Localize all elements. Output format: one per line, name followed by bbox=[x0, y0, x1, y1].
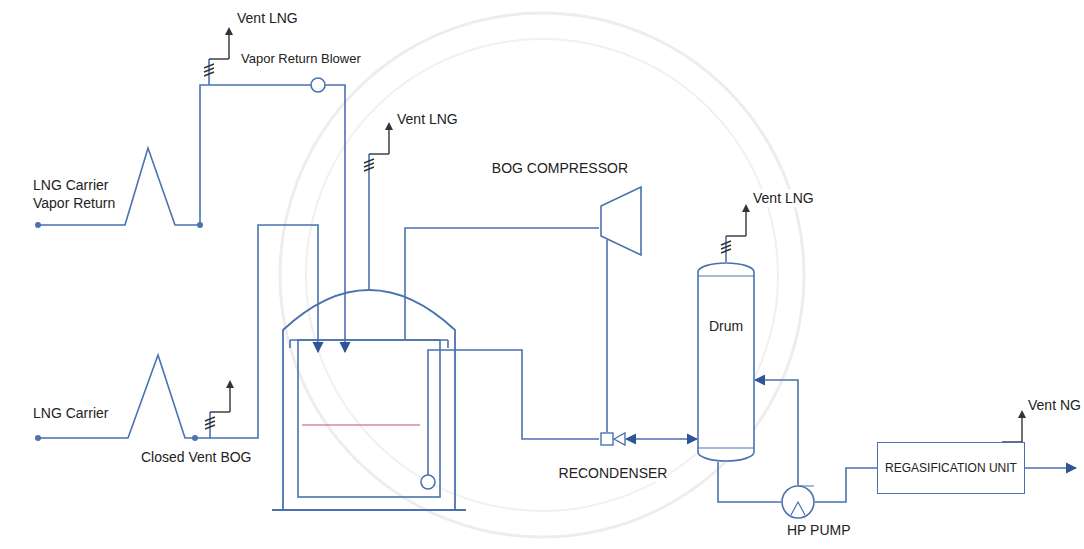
vent-stem bbox=[368, 180, 370, 290]
bog-line bbox=[405, 228, 599, 340]
relief-valve-vent bbox=[364, 122, 393, 180]
junction-dot bbox=[192, 435, 198, 441]
process-line bbox=[626, 438, 697, 440]
process-line bbox=[718, 462, 781, 502]
line-start-dot bbox=[35, 222, 41, 228]
blower-symbol bbox=[311, 78, 325, 92]
vent-label: Vent LNG bbox=[236, 9, 299, 27]
vapor-return-line bbox=[38, 85, 345, 352]
vent-label: Closed Vent BOG bbox=[140, 448, 253, 466]
relief-valve-vent bbox=[205, 380, 234, 438]
tank-inner-wall bbox=[298, 340, 440, 497]
in-tank-pump bbox=[421, 475, 435, 489]
process-line bbox=[755, 380, 798, 485]
tank-roof-flange bbox=[290, 340, 448, 348]
equipment-label: HP PUMP bbox=[787, 521, 851, 539]
recondenser-node: RECONDENSER bbox=[600, 432, 626, 446]
equipment-label: REGASIFICATION UNIT bbox=[885, 460, 1017, 476]
node-outline bbox=[697, 262, 755, 462]
recondenser-symbol bbox=[601, 433, 613, 445]
source-label: LNG Carrier bbox=[32, 404, 109, 422]
junction-dot bbox=[197, 222, 203, 228]
vent-label: Vent LNG bbox=[396, 110, 459, 128]
relief-valve-vent bbox=[721, 204, 750, 262]
node-outline bbox=[600, 186, 642, 256]
pump-symbol bbox=[782, 486, 814, 518]
equipment-label: BOG COMPRESSOR bbox=[492, 159, 628, 177]
equipment-label: Drum bbox=[705, 317, 747, 335]
liquid-level bbox=[302, 424, 420, 425]
node-outline bbox=[600, 432, 626, 446]
tank-base bbox=[272, 509, 466, 511]
relief-valve-vent bbox=[204, 27, 233, 85]
node-outline bbox=[781, 485, 815, 519]
equipment-label: RECONDENSER bbox=[559, 464, 668, 482]
drum-seam bbox=[698, 276, 754, 448]
equipment-label: Vapor Return Blower bbox=[240, 50, 362, 68]
seal-ring bbox=[280, 13, 804, 537]
drum-vessel bbox=[698, 263, 754, 461]
pump-node: HP PUMP bbox=[781, 485, 815, 519]
compressor-node: BOG COMPRESSOR bbox=[600, 186, 642, 256]
vent-label: Vent NG bbox=[1027, 396, 1082, 414]
recondenser-nozzle bbox=[614, 433, 625, 445]
process-box: REGASIFICATION UNIT bbox=[877, 442, 1025, 494]
vent-label: Vent LNG bbox=[752, 189, 815, 207]
line-start-dot bbox=[35, 435, 41, 441]
sendout-line bbox=[428, 350, 599, 475]
process-line bbox=[815, 468, 877, 502]
source-label: LNG Carrier Vapor Return bbox=[32, 176, 126, 212]
seal-ring bbox=[306, 39, 778, 511]
tank-outer-wall bbox=[283, 290, 455, 510]
process-line bbox=[606, 240, 608, 433]
pump-detail bbox=[791, 486, 814, 515]
compressor-symbol bbox=[601, 187, 641, 255]
drum-vessel-node: Drum bbox=[697, 262, 755, 462]
